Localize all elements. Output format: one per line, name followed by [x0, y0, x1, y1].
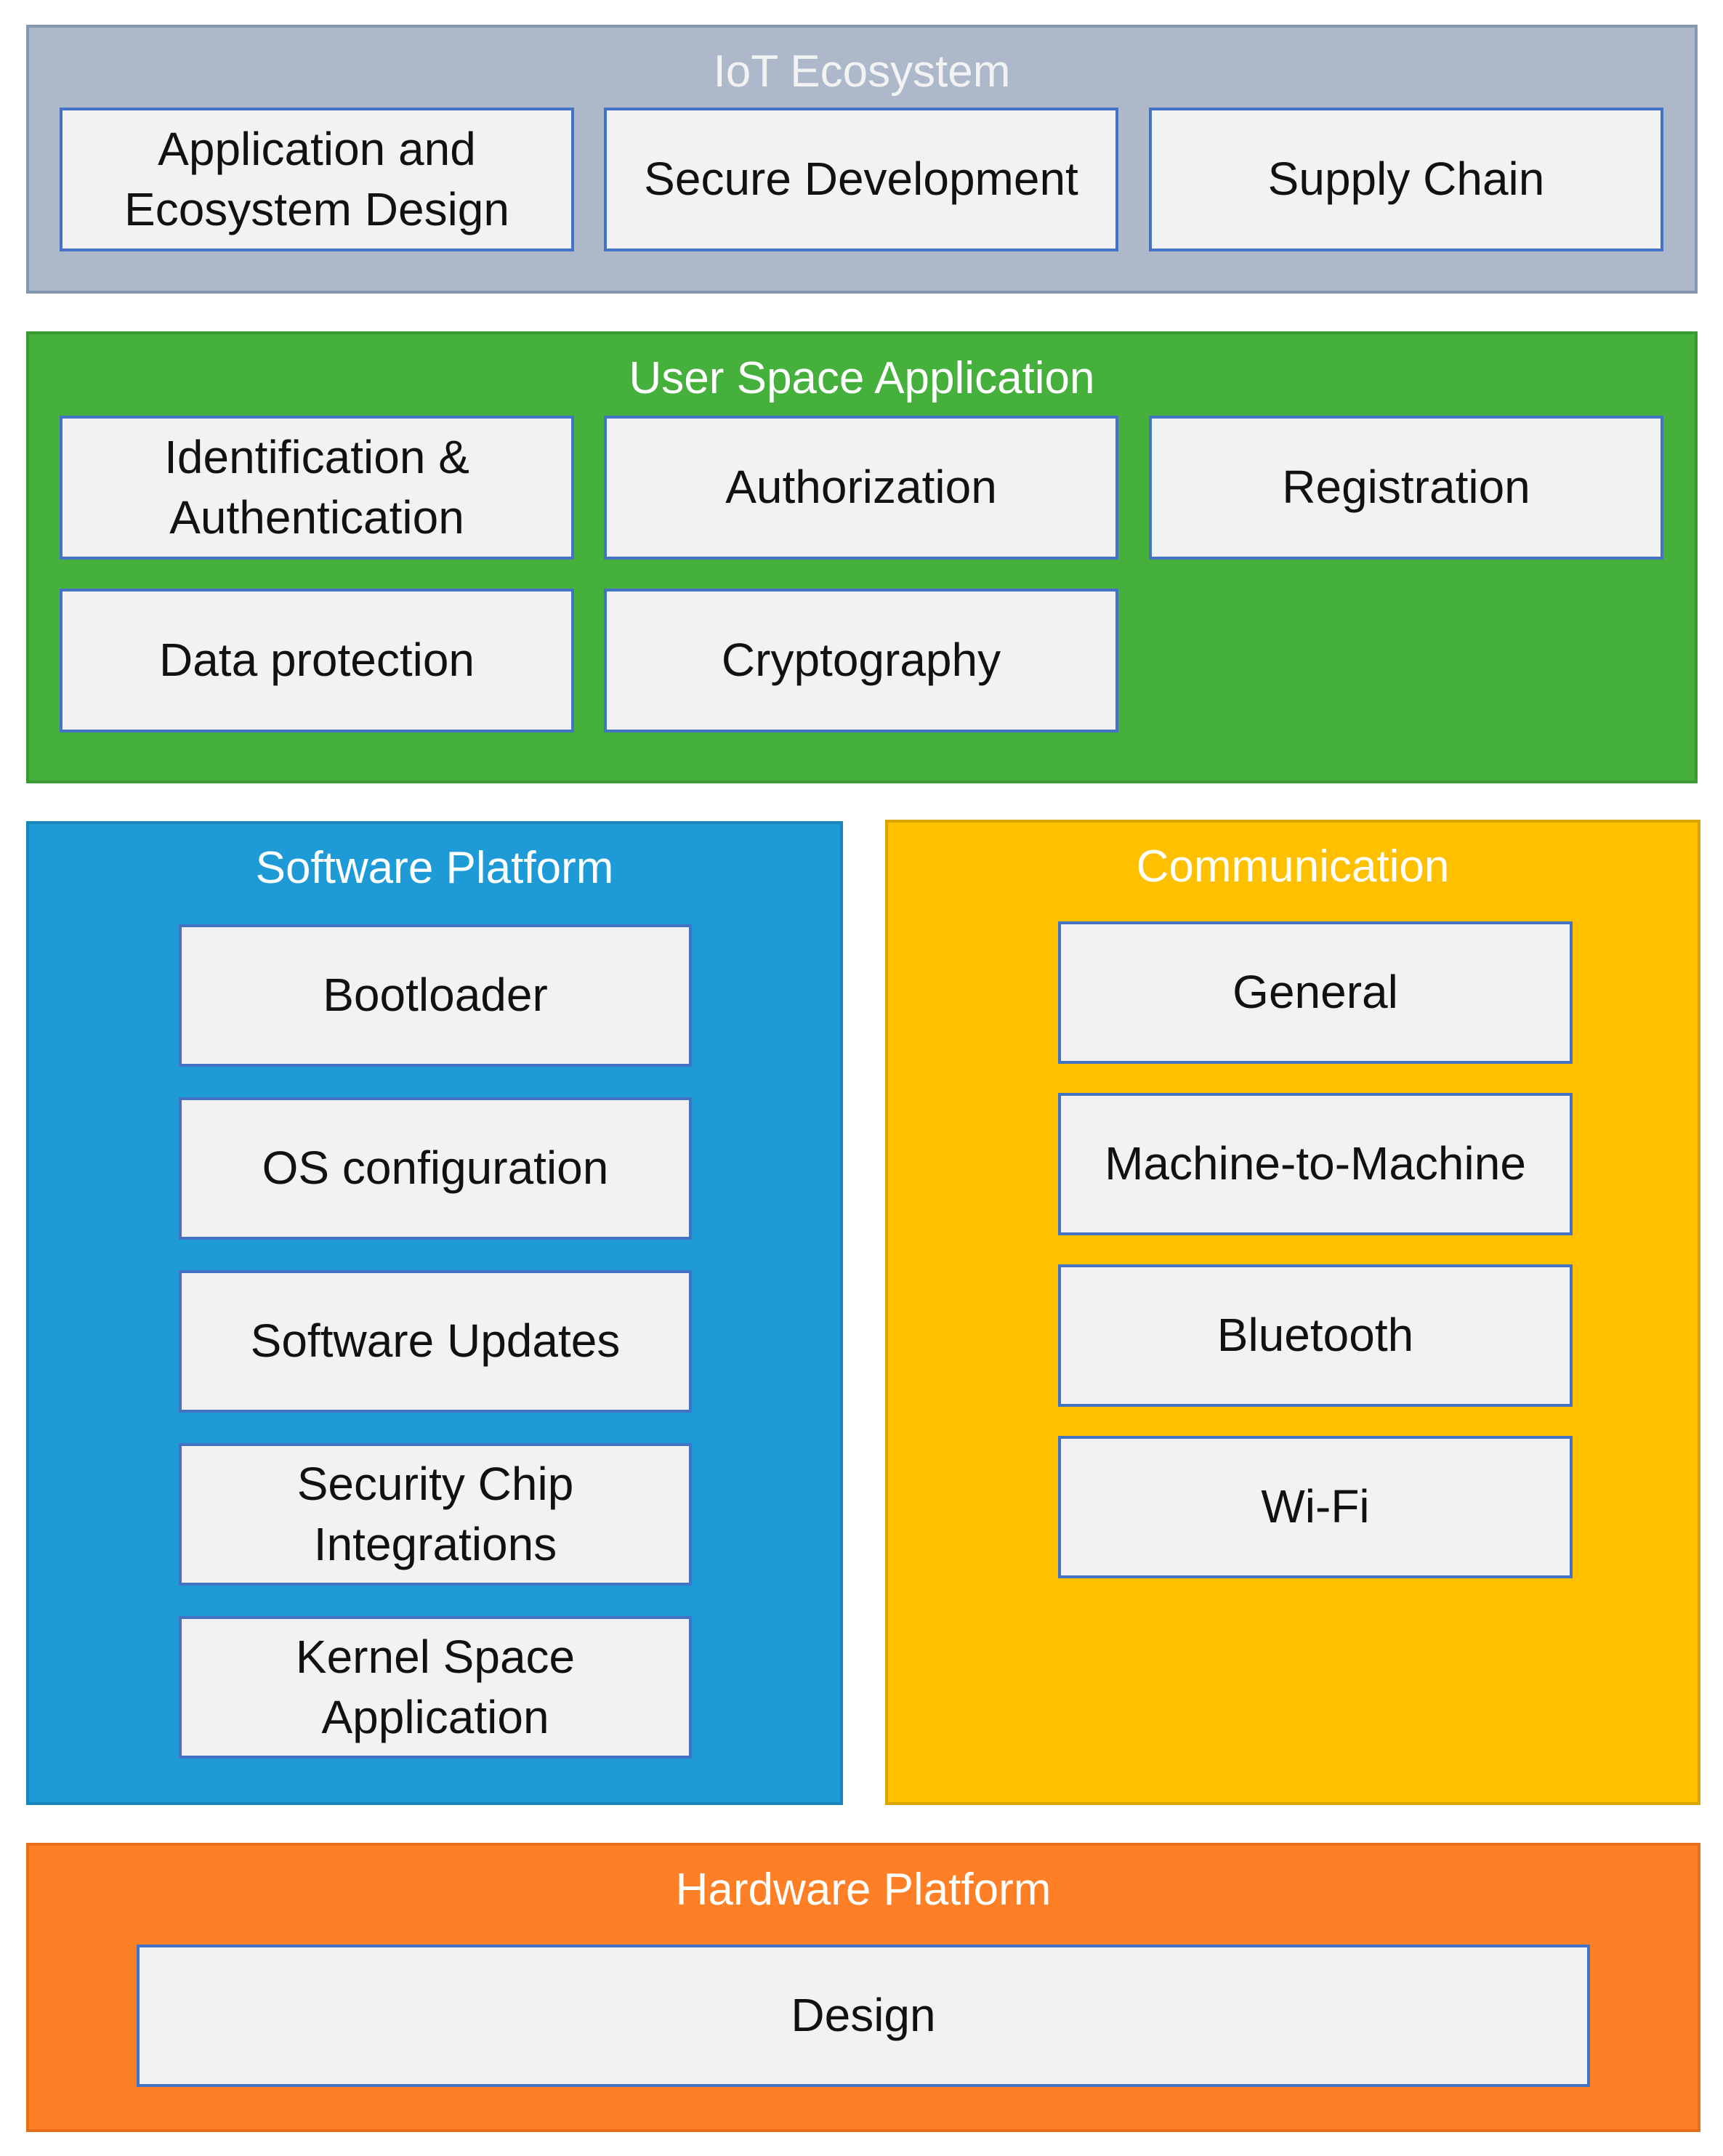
hardware-platform-title: Hardware Platform [675, 1865, 1052, 1915]
os-configuration-box: OS configuration [179, 1097, 692, 1240]
iot-ecosystem-title: IoT Ecosystem [713, 47, 1011, 97]
software-platform-section: Software Platform Bootloader OS configur… [26, 821, 843, 1805]
design-box: Design [137, 1945, 1590, 2087]
hardware-platform-section: Hardware Platform Design [26, 1843, 1700, 2132]
user-space-application-title: User Space Application [629, 353, 1095, 403]
bootloader-box: Bootloader [179, 924, 692, 1067]
security-chip-integrations-box: Security Chip Integrations [179, 1443, 692, 1586]
authorization-box: Authorization [604, 416, 1118, 560]
kernel-space-application-box: Kernel Space Application [179, 1616, 692, 1759]
bluetooth-box: Bluetooth [1058, 1264, 1573, 1407]
iot-ecosystem-section: IoT Ecosystem Application and Ecosystem … [26, 25, 1698, 294]
user-space-application-section: User Space Application Identification & … [26, 331, 1698, 783]
identification-authentication-box: Identification & Authentication [60, 416, 574, 560]
data-protection-box: Data protection [60, 589, 574, 732]
cryptography-box: Cryptography [604, 589, 1118, 732]
software-platform-title: Software Platform [255, 843, 614, 893]
communication-title: Communication [1136, 841, 1450, 892]
general-box: General [1058, 921, 1573, 1064]
communication-section: Communication General Machine-to-Machine… [885, 820, 1700, 1805]
machine-to-machine-box: Machine-to-Machine [1058, 1093, 1573, 1235]
secure-development-box: Secure Development [604, 108, 1118, 251]
wi-fi-box: Wi-Fi [1058, 1436, 1573, 1578]
software-updates-box: Software Updates [179, 1270, 692, 1413]
application-ecosystem-design-box: Application and Ecosystem Design [60, 108, 574, 251]
supply-chain-box: Supply Chain [1149, 108, 1663, 251]
registration-box: Registration [1149, 416, 1663, 560]
